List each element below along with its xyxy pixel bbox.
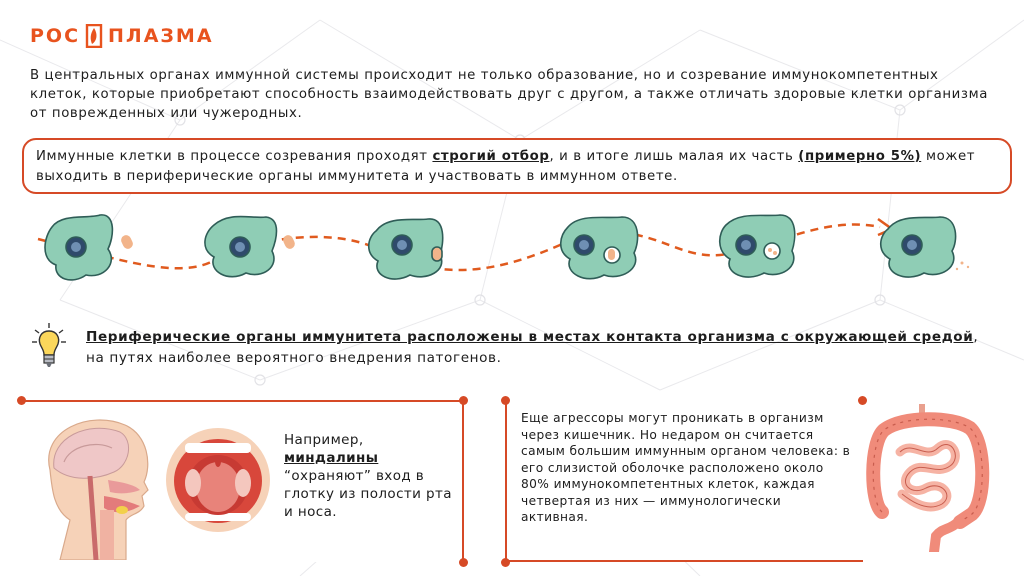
- example-emphasis-tonsils: миндалины: [284, 450, 379, 466]
- peripheral-emphasis: Периферические органы иммунитета располо…: [86, 329, 974, 345]
- immune-cell-5: [718, 214, 796, 278]
- panel-corner-dot: [501, 396, 510, 405]
- tonsils-example-text: Например, миндалины “охраняют” вход в гл…: [284, 431, 459, 521]
- peripheral-rest: , на путях наиболее вероятного внедрения…: [86, 329, 979, 366]
- callout-emphasis-selection: строгий отбор: [432, 149, 550, 164]
- immune-cell-4: [559, 216, 639, 280]
- open-mouth-tonsils-illustration: [166, 428, 270, 532]
- intestine-panel: [505, 400, 863, 562]
- intestine-paragraph: Еще агрессоры могут проникать в организм…: [521, 411, 851, 524]
- immune-cell-2: [204, 215, 278, 278]
- intro-paragraph: В центральных органах иммунной системы п…: [30, 68, 988, 121]
- head-cross-section-illustration: [48, 419, 149, 560]
- callout-text-2: , и в итоге лишь малая их часть: [549, 149, 799, 164]
- callout-emphasis-percent: (примерно 5%): [798, 149, 922, 164]
- immune-cell-6: [879, 216, 957, 278]
- cell-maturation-illustration: [37, 214, 970, 281]
- callout-text-1: Иммунные клетки в процессе созревания пр…: [36, 149, 433, 164]
- selection-callout: Иммунные клетки в процессе созревания пр…: [22, 138, 1012, 194]
- lightbulb-icon: [32, 323, 66, 367]
- panel-corner-dot: [17, 396, 26, 405]
- intestine-illustration: [866, 404, 990, 552]
- immune-cell-3: [367, 218, 444, 280]
- example-line1: Например,: [284, 432, 364, 448]
- panel-corner-dot: [459, 396, 468, 405]
- example-rest: “охраняют” вход в глотку из полости рта …: [284, 468, 452, 520]
- logo-drop-icon: [85, 24, 103, 48]
- peripheral-organs-paragraph: Периферические органы иммунитета располо…: [86, 327, 986, 369]
- panel-corner-dot: [501, 558, 510, 567]
- immune-cell-1: [44, 214, 114, 281]
- callout-text-3: может выходить в периферические органы и…: [36, 149, 976, 184]
- rosplazma-logo: РОС ПЛАЗМА: [30, 24, 214, 48]
- panel-corner-dot: [858, 396, 867, 405]
- logo-left-text: РОС: [30, 25, 81, 47]
- logo-right-text: ПЛАЗМА: [108, 25, 214, 47]
- panel-corner-dot: [459, 558, 468, 567]
